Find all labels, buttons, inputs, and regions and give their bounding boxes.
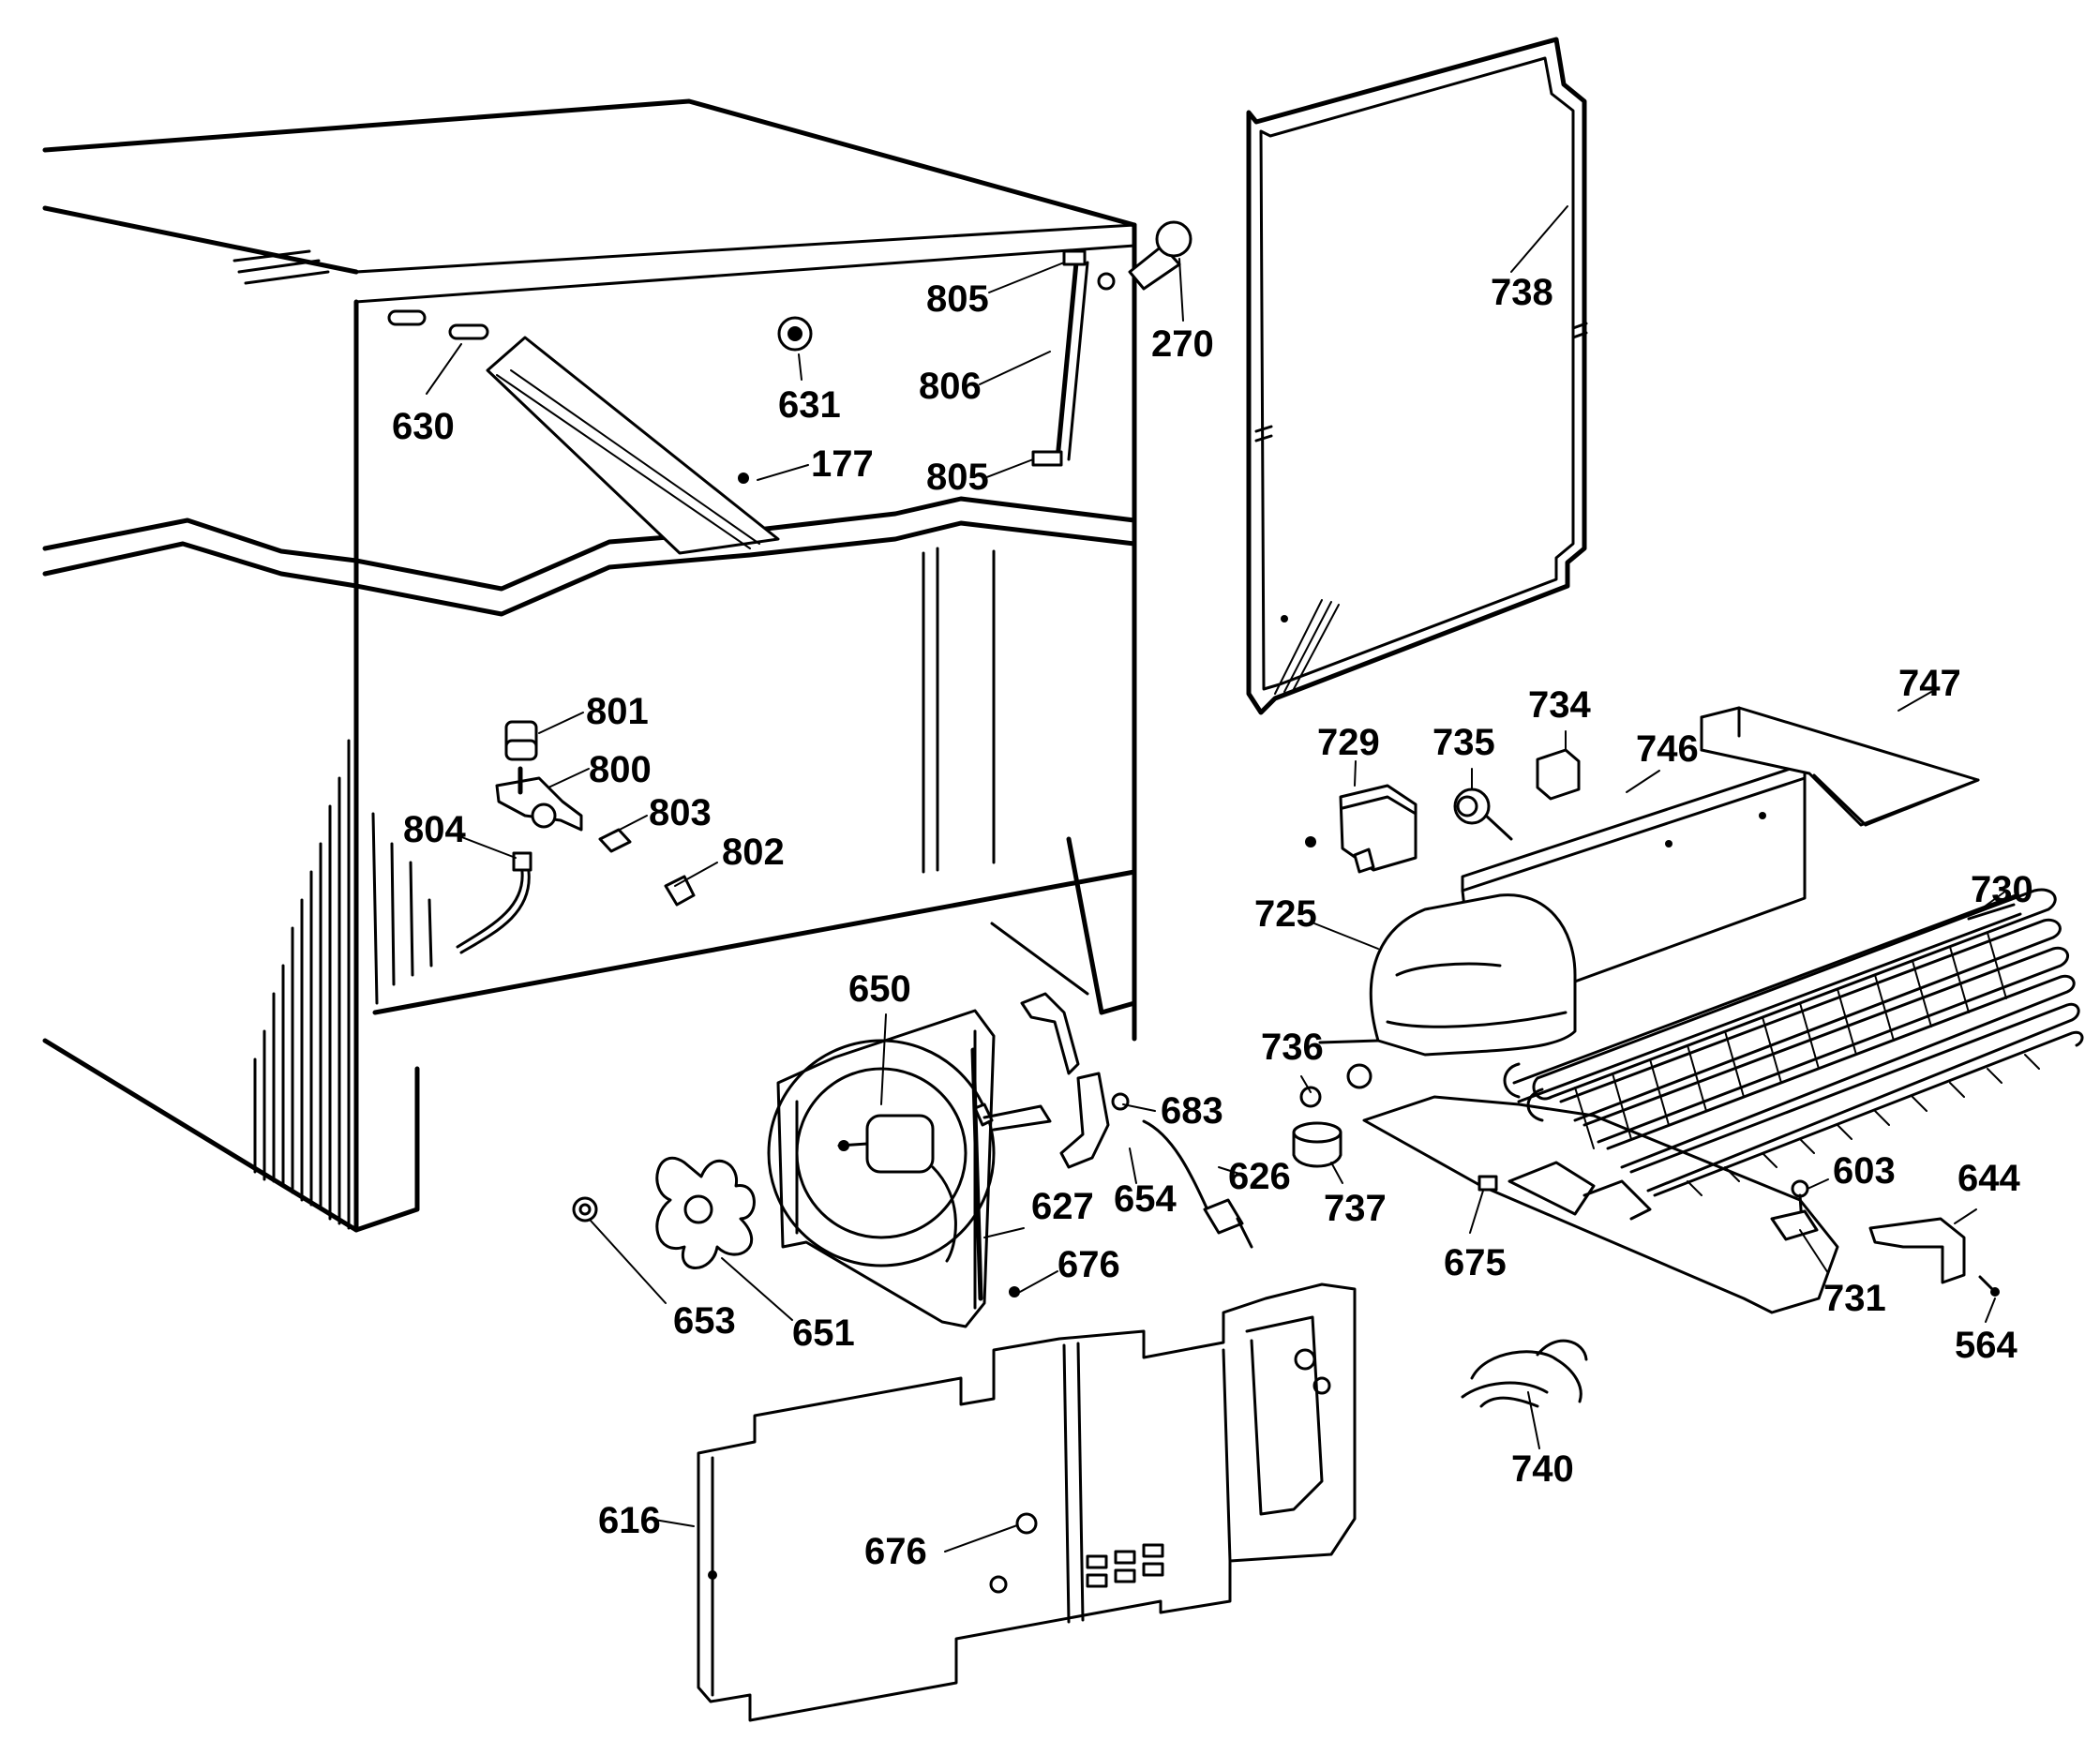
label-650: 650 bbox=[848, 968, 911, 1010]
label-736: 736 bbox=[1261, 1027, 1324, 1068]
label-731: 731 bbox=[1823, 1278, 1886, 1319]
label-740: 740 bbox=[1511, 1448, 1574, 1490]
label-564: 564 bbox=[1955, 1325, 2018, 1366]
label-676-panel: 676 bbox=[864, 1531, 927, 1572]
label-802: 802 bbox=[722, 832, 785, 873]
compressor-and-condenser bbox=[1292, 888, 2084, 1314]
label-651: 651 bbox=[792, 1312, 855, 1354]
rear-access-panel bbox=[697, 1282, 1357, 1722]
label-737: 737 bbox=[1324, 1188, 1387, 1229]
label-747: 747 bbox=[1898, 663, 1961, 704]
label-675: 675 bbox=[1444, 1242, 1507, 1283]
label-806: 806 bbox=[919, 366, 982, 407]
label-804: 804 bbox=[403, 809, 466, 850]
label-676-fan: 676 bbox=[1058, 1244, 1120, 1285]
label-616: 616 bbox=[598, 1500, 661, 1541]
label-683: 683 bbox=[1161, 1090, 1223, 1132]
label-805-top: 805 bbox=[926, 278, 989, 320]
label-270: 270 bbox=[1151, 323, 1214, 365]
valve-parts bbox=[456, 720, 696, 954]
door-gasket-738 bbox=[1246, 37, 1588, 715]
part-number-labels: 630 631 177 805 806 805 270 738 801 800 … bbox=[392, 272, 2033, 1572]
label-627: 627 bbox=[1031, 1186, 1094, 1227]
label-729: 729 bbox=[1317, 722, 1380, 763]
label-805-bottom: 805 bbox=[926, 457, 989, 498]
label-800: 800 bbox=[589, 749, 652, 790]
label-630: 630 bbox=[392, 406, 455, 447]
fan-assembly bbox=[572, 992, 1253, 1328]
label-644: 644 bbox=[1958, 1158, 2020, 1199]
label-603: 603 bbox=[1833, 1150, 1896, 1192]
label-801: 801 bbox=[586, 691, 649, 732]
label-734: 734 bbox=[1528, 684, 1591, 726]
label-746: 746 bbox=[1636, 728, 1699, 770]
label-735: 735 bbox=[1432, 722, 1495, 763]
label-626: 626 bbox=[1228, 1156, 1291, 1197]
label-738: 738 bbox=[1491, 272, 1553, 313]
refrigerator-cabinet bbox=[42, 98, 1192, 1233]
small-parts bbox=[1461, 1179, 2000, 1408]
label-653: 653 bbox=[673, 1300, 736, 1342]
leader-lines bbox=[426, 205, 2007, 1552]
label-803: 803 bbox=[649, 792, 712, 833]
label-725: 725 bbox=[1254, 893, 1317, 935]
label-177: 177 bbox=[811, 443, 874, 485]
label-730: 730 bbox=[1971, 869, 2033, 910]
label-631: 631 bbox=[778, 384, 841, 426]
label-654: 654 bbox=[1114, 1178, 1177, 1220]
